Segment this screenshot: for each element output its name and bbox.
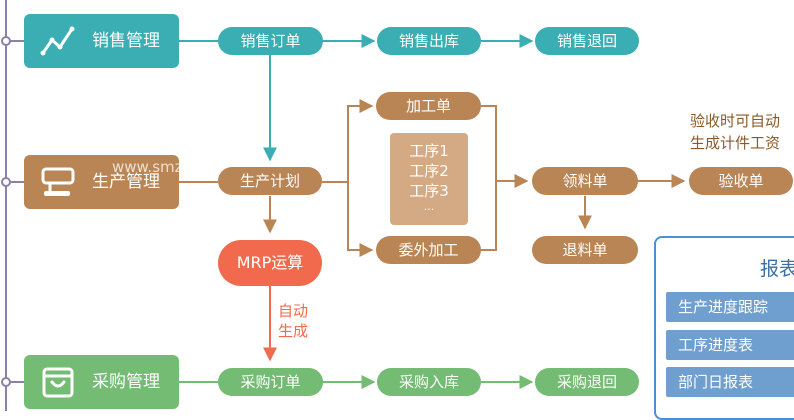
report-department-daily[interactable]: 部门日报表: [666, 367, 794, 397]
purchase-order-node[interactable]: 采购订单: [218, 368, 323, 396]
sales-order-node[interactable]: 销售订单: [218, 27, 323, 55]
trend-chart-icon: [40, 26, 75, 56]
module-purchase[interactable]: 采购管理: [24, 355, 179, 409]
processing-order-node[interactable]: 加工单: [376, 92, 481, 120]
report-process-progress[interactable]: 工序进度表: [666, 330, 794, 360]
shopping-bag-icon: [42, 367, 74, 398]
process-step: 工序2: [409, 162, 449, 180]
module-sales-label: 销售管理: [92, 31, 160, 51]
sales-outbound-node[interactable]: 销售出库: [377, 27, 481, 55]
purchase-inbound-node[interactable]: 采购入库: [377, 368, 481, 396]
watermark-url: www.smzy.com: [112, 158, 227, 176]
production-plan-node[interactable]: 生产计划: [218, 167, 322, 195]
process-step-more: ...: [423, 200, 435, 213]
report-production-progress[interactable]: 生产进度跟踪: [666, 292, 794, 322]
acceptance-note-line2: 生成计件工资: [690, 134, 781, 152]
material-requisition-node[interactable]: 领料单: [532, 167, 638, 195]
machine-icon: [41, 167, 75, 196]
module-production[interactable]: 生产管理: [24, 155, 179, 209]
acceptance-node[interactable]: 验收单: [689, 167, 793, 195]
process-step: 工序3: [409, 182, 449, 200]
acceptance-note-line1: 验收时可自动: [690, 112, 781, 130]
purchase-return-node[interactable]: 采购退回: [535, 368, 639, 396]
material-return-node[interactable]: 退料单: [532, 236, 638, 264]
sales-return-node[interactable]: 销售退回: [535, 27, 639, 55]
mrp-node[interactable]: MRP运算: [218, 240, 322, 286]
reports-title: 报表: [760, 258, 794, 280]
module-purchase-label: 采购管理: [92, 372, 160, 392]
watermark-text: 数码资源网: [120, 128, 245, 156]
process-step: 工序1: [409, 142, 449, 160]
module-production-label: 生产管理: [92, 172, 160, 192]
auto-generate-line1: 自动: [278, 302, 309, 320]
auto-generate-line2: 生成: [278, 322, 309, 340]
outsourcing-node[interactable]: 委外加工: [376, 236, 481, 264]
flow-connectors: [1, 0, 686, 411]
process-steps-box: 工序1 工序2 工序3 ...: [390, 133, 468, 225]
module-sales[interactable]: 销售管理: [24, 14, 179, 68]
